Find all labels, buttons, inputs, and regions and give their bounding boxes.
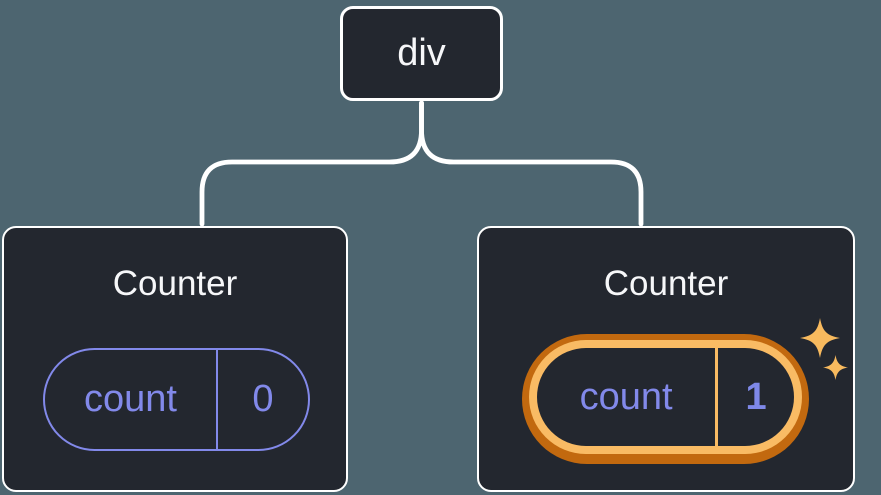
connector-right-branch [419,100,644,227]
state-value: 0 [252,378,274,420]
state-pill: count 1 [537,348,794,446]
component-title: Counter [603,264,729,303]
state-pill: count 0 [43,348,310,451]
root-node-label: div [397,32,446,74]
connector-left-branch [199,100,424,227]
sparkle-icon-small [823,355,848,380]
pill-divider [216,350,218,449]
counter-card-right: Counter count 1 [477,226,855,492]
counter-card-left: Counter count 0 [2,226,348,492]
root-node-div: div [340,6,503,101]
component-title: Counter [112,264,238,303]
sparkle-icon-large [800,318,840,358]
state-key-label: count [84,378,177,420]
highlight-ring-inner: count 1 [529,340,802,454]
state-key-label: count [579,375,673,418]
state-pill-highlighted: count 1 [522,334,809,464]
pill-divider [715,348,719,446]
state-value: 1 [745,375,767,418]
